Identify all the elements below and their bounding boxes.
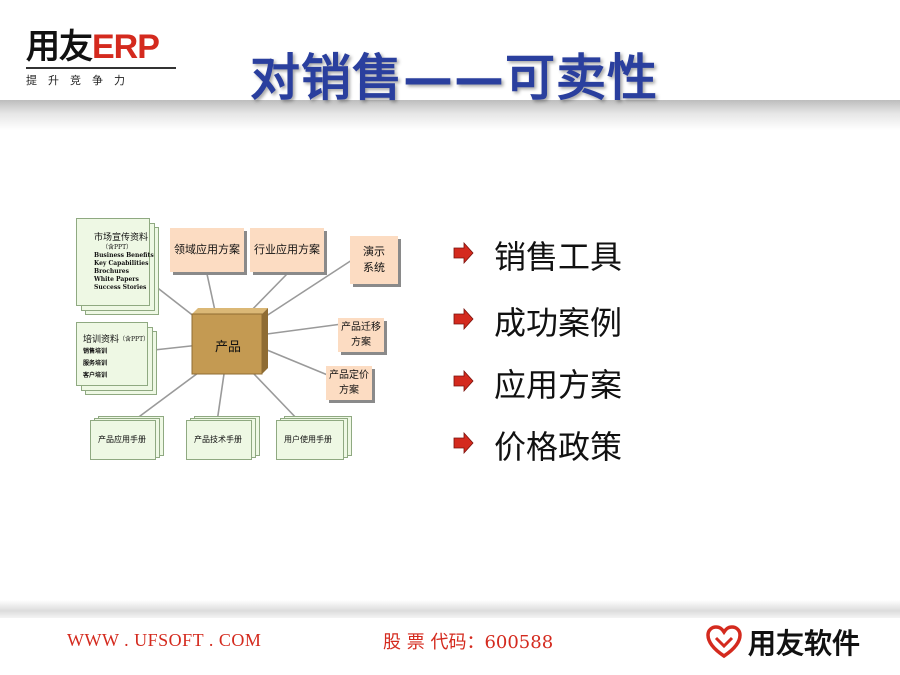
logo-tagline: 提升竞争力 — [26, 74, 136, 87]
training-item: 客户培训 — [83, 372, 108, 379]
header-divider — [0, 100, 900, 130]
bullet-text: 应用方案 — [494, 366, 623, 404]
center-box-side — [262, 308, 268, 374]
marketing-item: Business Benefits — [94, 252, 154, 259]
bullet-item: 应用方案 — [452, 360, 752, 404]
bullet-item: 价格政策 — [452, 422, 752, 466]
red-arrow-icon — [453, 242, 474, 264]
bullet-text: 销售工具 — [494, 238, 623, 276]
product-diagram: 产品 市场宣传资料 （含PPT） Business Benefits Key C… — [62, 210, 414, 472]
training-item: 服务培训 — [83, 360, 108, 367]
diagram-connectors — [131, 259, 353, 423]
connector-migration — [266, 323, 343, 335]
footer-divider — [0, 600, 900, 618]
user-manual-label: 用户使用手册 — [284, 435, 332, 444]
slide-header: 用友ERP 提升竞争力 对销售——可卖性 — [0, 0, 900, 130]
domain-solution-box: 领域应用方案 — [170, 228, 244, 272]
bullet-text: 价格政策 — [494, 428, 623, 466]
red-arrow-icon — [453, 432, 474, 454]
connector-app-manual — [131, 369, 203, 423]
marketing-item: White Papers — [94, 276, 139, 283]
tech-manual-stack: 产品技术手册 — [186, 416, 260, 460]
connector-user-manual — [253, 373, 301, 423]
training-item: 销售培训 — [83, 348, 108, 355]
red-arrow-icon — [453, 370, 474, 392]
marketing-item: Success Stories — [94, 284, 147, 291]
marketing-title: 市场宣传资料 — [94, 233, 149, 243]
training-subtitle: （含PPT） — [119, 336, 150, 343]
marketing-item: Brochures — [94, 268, 129, 275]
marketing-items: Business Benefits Key Capabilities Broch… — [94, 252, 154, 292]
marketing-materials-stack: 市场宣传资料 （含PPT） Business Benefits Key Capa… — [76, 218, 159, 315]
migration-plan-box: 产品迁移 方案 — [338, 318, 384, 352]
logo-accent: ERP — [92, 28, 160, 66]
demo-system-box: 演示 系统 — [350, 236, 398, 284]
connector-tech-manual — [216, 373, 225, 423]
footer-website-link[interactable]: WWW . UFSOFT . COM — [67, 630, 262, 650]
slide-title: 对销售——可卖性 — [250, 49, 658, 107]
migration-label-line1: 产品迁移 — [341, 322, 381, 333]
logo-underline — [26, 67, 176, 69]
footer-stock-code: 股 票 代码：600588 — [383, 632, 554, 653]
tech-manual-label: 产品技术手册 — [194, 435, 242, 444]
pricing-plan-box: 产品定价 方案 — [326, 366, 372, 400]
demo-label-line2: 系统 — [363, 261, 385, 274]
training-materials-stack: 培训资料 （含PPT） 销售培训 服务培训 客户培训 — [76, 322, 157, 395]
app-manual-stack: 产品应用手册 — [90, 416, 164, 460]
ufida-software-logo: 用友软件 — [706, 620, 876, 660]
marketing-subtitle: （含PPT） — [102, 244, 133, 251]
user-manual-stack: 用户使用手册 — [276, 416, 354, 460]
footer-brand-name: 用友软件 — [748, 627, 861, 660]
center-box-top — [192, 308, 268, 314]
training-title: 培训资料 — [83, 335, 120, 345]
demo-label-line1: 演示 — [363, 245, 385, 258]
center-box-front — [191, 313, 263, 375]
connector-demo — [256, 259, 353, 323]
pricing-label-line2: 方案 — [339, 385, 359, 396]
connector-pricing — [266, 349, 331, 377]
bullet-text: 成功案例 — [494, 304, 623, 342]
bullet-item: 销售工具 — [452, 232, 752, 276]
heart-logo-icon — [706, 625, 742, 659]
ufida-erp-logo: 用友ERP 提升竞争力 — [26, 30, 186, 90]
training-items: 销售培训 服务培训 客户培训 — [83, 346, 107, 382]
marketing-item: Key Capabilities — [94, 260, 149, 267]
red-arrow-icon — [453, 308, 474, 330]
center-label: 产品 — [214, 340, 241, 355]
bullet-item: 成功案例 — [452, 298, 752, 342]
app-manual-label: 产品应用手册 — [98, 435, 146, 444]
migration-label-line2: 方案 — [351, 337, 371, 348]
industry-solution-box: 行业应用方案 — [250, 228, 324, 272]
logo-wordmark: 用友ERP — [26, 30, 186, 64]
logo-main: 用友 — [26, 28, 93, 66]
pricing-label-line1: 产品定价 — [329, 370, 369, 381]
